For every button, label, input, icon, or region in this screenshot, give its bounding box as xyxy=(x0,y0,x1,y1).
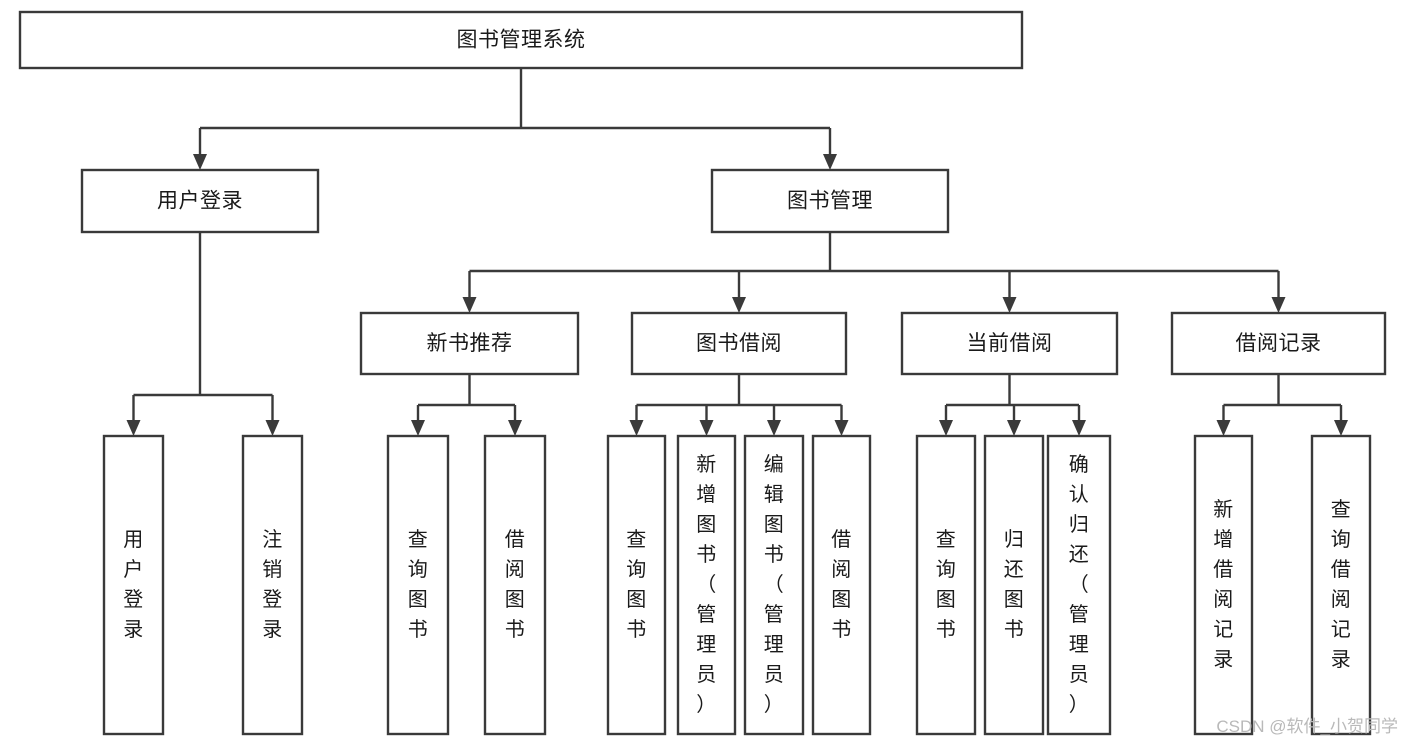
node-label: 图书借阅 xyxy=(696,332,782,355)
arrow-head-icon xyxy=(126,420,141,436)
arrow-head-icon xyxy=(265,420,280,436)
node-box[interactable] xyxy=(241,434,304,736)
nodes-layer: 图书管理系统用户登录图书管理新书推荐图书借阅当前借阅借阅记录用户登录注销登录查询… xyxy=(18,10,1387,736)
connector-group xyxy=(126,232,280,436)
node-box[interactable] xyxy=(630,311,848,376)
node-level3[interactable]: 借阅记录 xyxy=(1170,311,1387,376)
arrow-head-icon xyxy=(462,297,477,313)
node-label: 查询图书 xyxy=(626,528,647,641)
node-label: 新书推荐 xyxy=(427,332,513,355)
node-label: 确认归还（管理员） xyxy=(1069,453,1090,716)
node-label: 当前借阅 xyxy=(967,332,1053,355)
arrow-head-icon xyxy=(1072,420,1086,436)
node-box[interactable] xyxy=(1193,434,1254,736)
node-box[interactable] xyxy=(80,168,320,234)
node-box[interactable] xyxy=(18,10,1024,70)
arrow-head-icon xyxy=(1271,297,1286,313)
arrow-head-icon xyxy=(1007,420,1021,436)
node-box[interactable] xyxy=(1310,434,1372,736)
node-label: 新增借阅记录 xyxy=(1213,498,1234,671)
node-leaf[interactable]: 注销登录 xyxy=(241,434,304,736)
node-root[interactable]: 图书管理系统 xyxy=(18,10,1024,70)
arrow-head-icon xyxy=(699,420,714,436)
node-box[interactable] xyxy=(1170,311,1387,376)
node-leaf[interactable]: 归还图书 xyxy=(983,434,1045,736)
node-leaf[interactable]: 借阅图书 xyxy=(483,434,547,736)
node-label: 图书管理系统 xyxy=(457,29,586,52)
connector-group xyxy=(939,374,1086,436)
node-label: 图书管理 xyxy=(787,190,873,213)
arrow-head-icon xyxy=(629,420,644,436)
node-level2[interactable]: 图书管理 xyxy=(710,168,950,234)
node-leaf[interactable]: 用户登录 xyxy=(102,434,165,736)
csdn-watermark: CSDN @软件_小贺同学 xyxy=(1216,717,1398,736)
node-box[interactable] xyxy=(483,434,547,736)
arrow-head-icon xyxy=(1334,420,1348,436)
connector-group xyxy=(193,68,837,170)
node-box[interactable] xyxy=(900,311,1119,376)
node-box[interactable] xyxy=(359,311,580,376)
node-level3[interactable]: 当前借阅 xyxy=(900,311,1119,376)
node-leaf[interactable]: 编辑图书（管理员） xyxy=(743,434,805,736)
connector-group xyxy=(462,232,1286,313)
node-label: 借阅记录 xyxy=(1236,332,1322,355)
arrow-head-icon xyxy=(411,420,425,436)
arrow-head-icon xyxy=(508,420,522,436)
node-box[interactable] xyxy=(710,168,950,234)
arrow-head-icon xyxy=(767,420,781,436)
node-box[interactable] xyxy=(983,434,1045,736)
arrow-head-icon xyxy=(193,154,207,170)
node-level3[interactable]: 新书推荐 xyxy=(359,311,580,376)
node-label: 用户登录 xyxy=(123,529,144,641)
node-level3[interactable]: 图书借阅 xyxy=(630,311,848,376)
node-box[interactable] xyxy=(386,434,450,736)
node-box[interactable] xyxy=(743,434,805,736)
arrow-head-icon xyxy=(939,420,953,436)
node-leaf[interactable]: 确认归还（管理员） xyxy=(1046,434,1112,736)
node-leaf[interactable]: 查询图书 xyxy=(606,434,667,736)
node-leaf[interactable]: 查询图书 xyxy=(915,434,977,736)
node-leaf[interactable]: 借阅图书 xyxy=(811,434,872,736)
node-label: 新增图书（管理员） xyxy=(696,453,717,716)
node-label: 借阅图书 xyxy=(505,528,526,641)
node-box[interactable] xyxy=(915,434,977,736)
connector-group xyxy=(411,374,522,436)
arrow-head-icon xyxy=(1002,297,1017,313)
node-label: 编辑图书（管理员） xyxy=(764,453,785,716)
node-leaf[interactable]: 新增图书（管理员） xyxy=(676,434,737,736)
node-label: 归还图书 xyxy=(1004,528,1025,641)
arrow-head-icon xyxy=(1216,420,1231,436)
node-label: 借阅图书 xyxy=(831,528,852,641)
node-leaf[interactable]: 查询图书 xyxy=(386,434,450,736)
node-box[interactable] xyxy=(676,434,737,736)
node-box[interactable] xyxy=(606,434,667,736)
arrow-head-icon xyxy=(732,297,746,313)
node-level2[interactable]: 用户登录 xyxy=(80,168,320,234)
node-label: 查询借阅记录 xyxy=(1331,498,1352,671)
node-label: 查询图书 xyxy=(408,528,429,641)
node-label: 用户登录 xyxy=(157,190,243,213)
connectors-layer xyxy=(126,68,1348,436)
node-label: 查询图书 xyxy=(936,528,957,641)
node-leaf[interactable]: 查询借阅记录 xyxy=(1310,434,1372,736)
arrow-head-icon xyxy=(834,420,849,436)
arrow-head-icon xyxy=(823,154,837,170)
node-leaf[interactable]: 新增借阅记录 xyxy=(1193,434,1254,736)
node-label: 注销登录 xyxy=(262,528,283,641)
node-box[interactable] xyxy=(1046,434,1112,736)
node-box[interactable] xyxy=(102,434,165,736)
connector-group xyxy=(629,374,849,436)
node-box[interactable] xyxy=(811,434,872,736)
connector-group xyxy=(1216,374,1348,436)
